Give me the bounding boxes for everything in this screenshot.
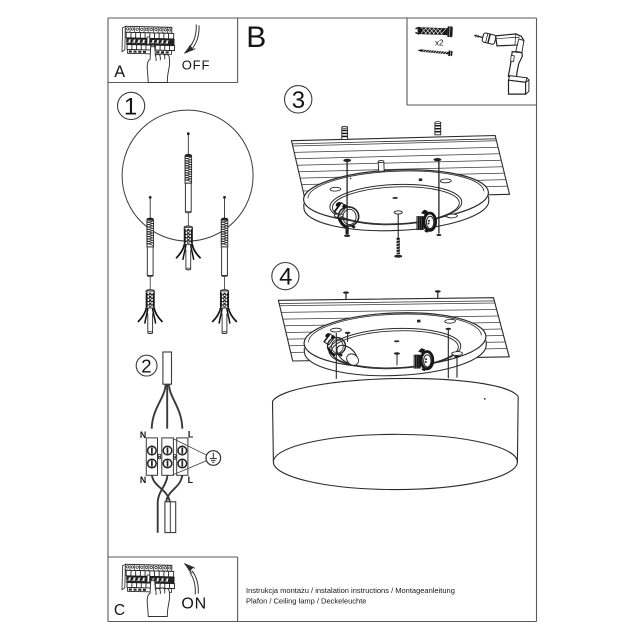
svg-text:A: A — [114, 63, 125, 81]
svg-text:ON: ON — [181, 595, 207, 612]
svg-text:L: L — [188, 475, 194, 485]
svg-text:N: N — [140, 475, 146, 485]
svg-text:1: 1 — [124, 93, 137, 120]
svg-text:L: L — [188, 430, 194, 440]
svg-text:C: C — [114, 602, 125, 619]
svg-text:N: N — [140, 430, 146, 440]
svg-text:4: 4 — [279, 264, 292, 291]
svg-text:3: 3 — [292, 87, 305, 114]
svg-text:2: 2 — [141, 355, 151, 376]
svg-text:OFF: OFF — [182, 57, 211, 72]
svg-text:Plafon / Ceiling lamp / Deckel: Plafon / Ceiling lamp / Deckeleuchte — [246, 597, 366, 606]
svg-text:x2: x2 — [435, 39, 444, 48]
svg-text:B: B — [246, 21, 266, 54]
svg-text:Instrukcja montażu / instalati: Instrukcja montażu / instalation instruc… — [246, 586, 455, 595]
